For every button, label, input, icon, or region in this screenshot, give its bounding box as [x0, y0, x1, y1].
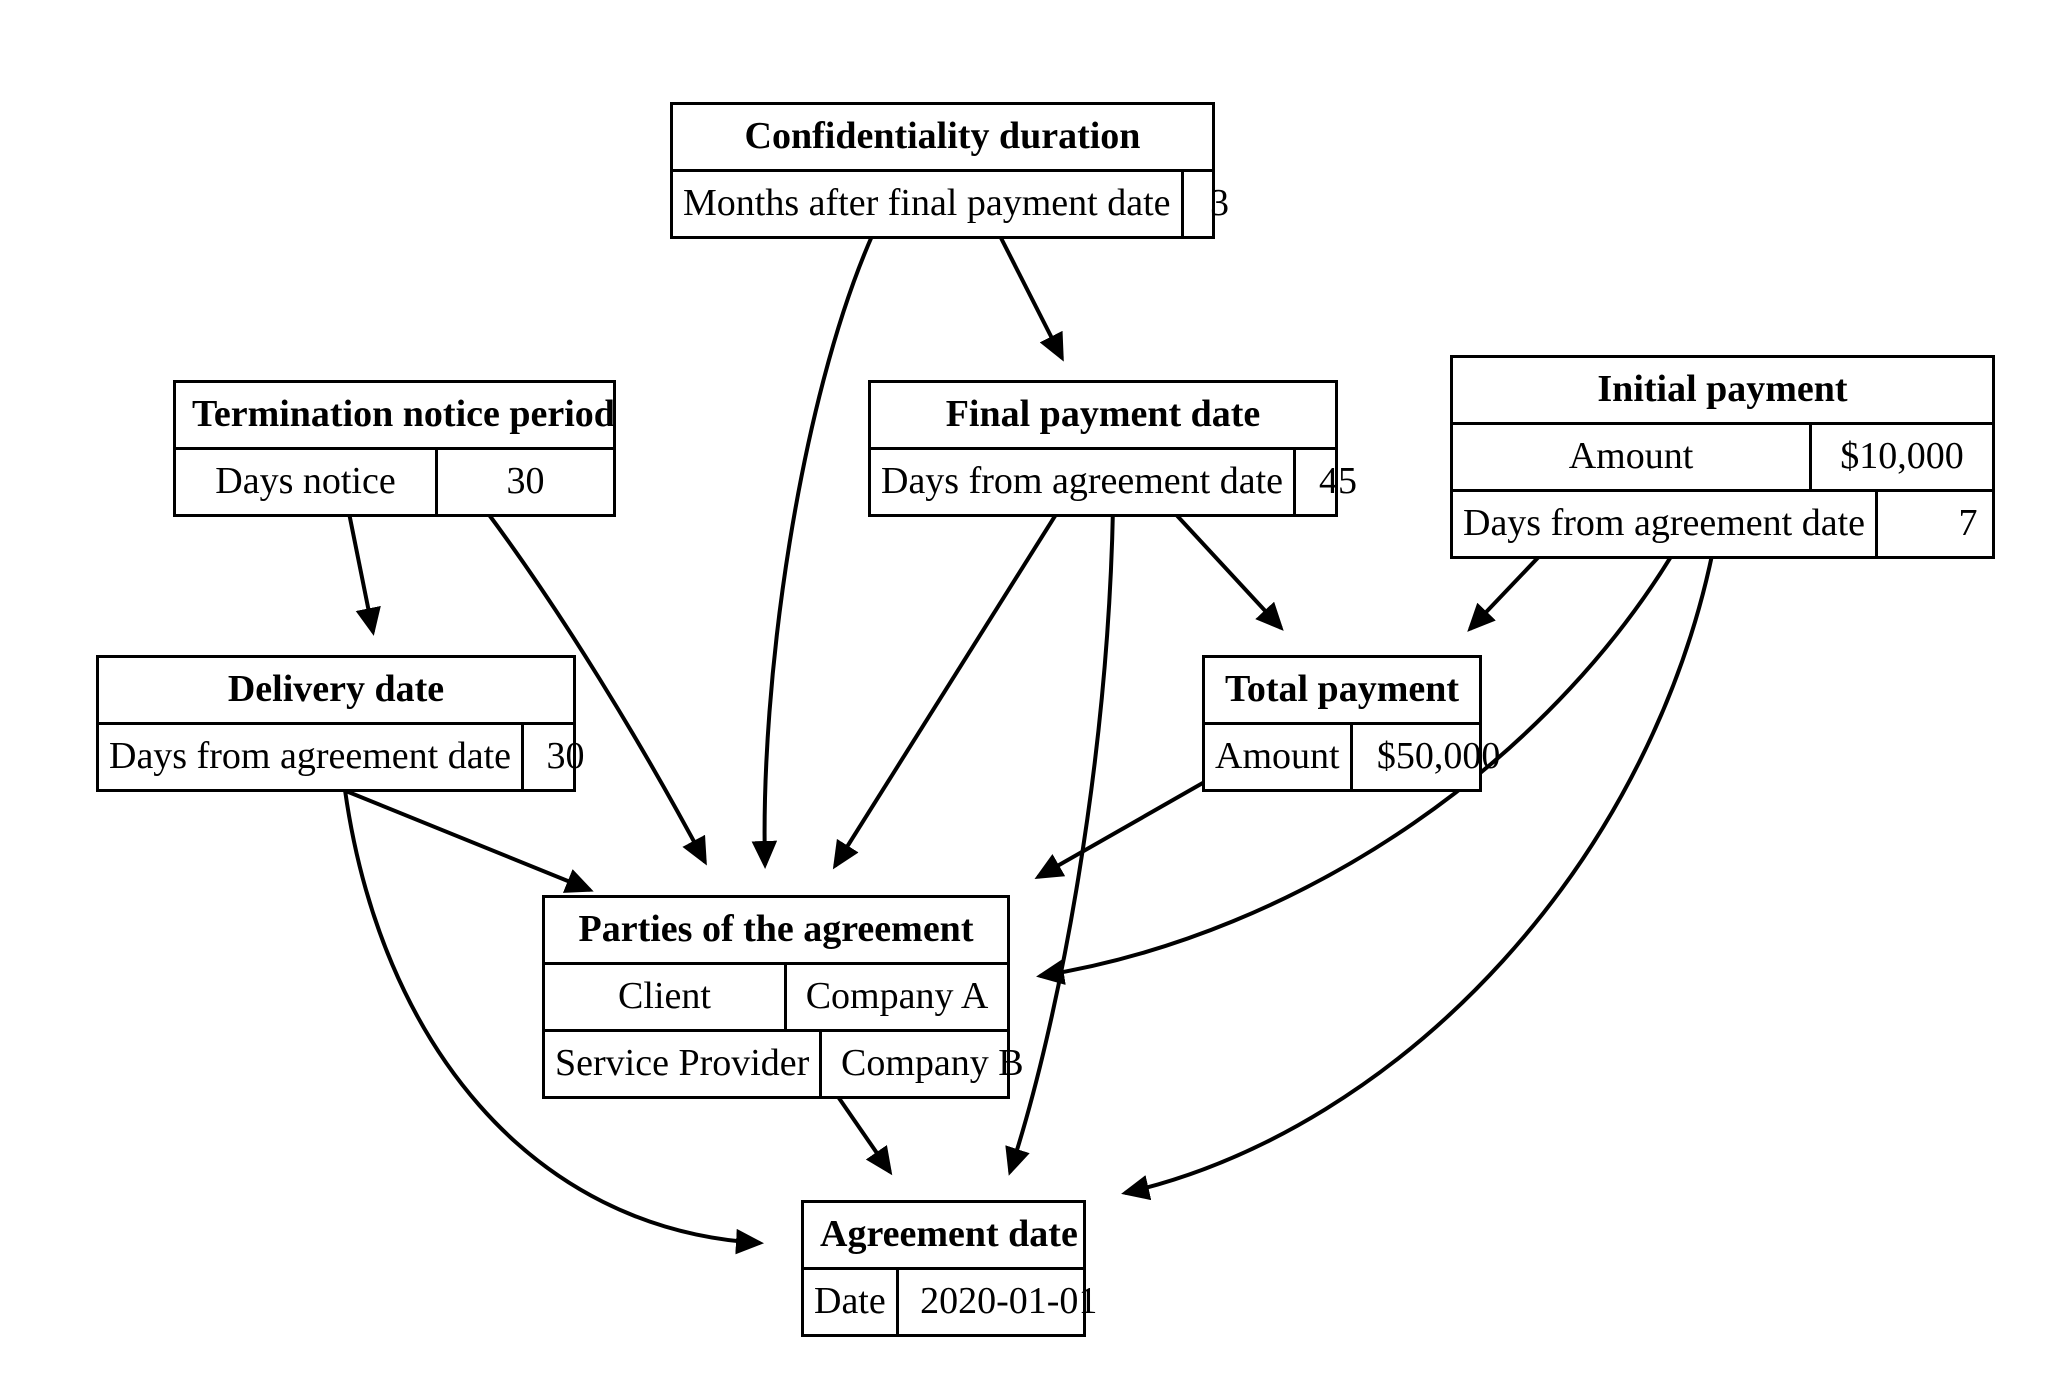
table-row: Amount $10,000 [1453, 425, 1992, 492]
node-title: Total payment [1205, 658, 1479, 725]
row-value: 3 [1210, 182, 1230, 224]
table-row: Days from agreement date 45 [871, 450, 1357, 514]
node-final-payment-date[interactable]: Final payment date Days from agreement d… [868, 380, 1357, 517]
row-key: Days notice [176, 450, 438, 514]
edge-parties-to-agreement-date [830, 1086, 893, 1176]
edge-delivery-to-parties [335, 785, 594, 893]
row-key: Amount [1453, 425, 1812, 489]
edge-final-payment-to-total-payment [1168, 506, 1284, 631]
table-row: Days notice 30 [176, 450, 613, 514]
row-key: Days from agreement date [99, 725, 524, 789]
table-row: Months after final payment date 3 [673, 172, 1229, 236]
row-value: $10,000 [1840, 435, 1964, 477]
row-key: Date [804, 1270, 899, 1334]
table-row: Service Provider Company B [545, 1032, 1024, 1096]
table-row: Days from agreement date 30 [99, 725, 585, 789]
row-value: 30 [506, 460, 545, 502]
row-value: $50,000 [1376, 735, 1501, 777]
edge-final-payment-to-parties [832, 506, 1062, 870]
node-total-payment[interactable]: Total payment Amount $50,000 [1202, 655, 1500, 792]
row-key: Client [545, 965, 787, 1029]
node-title: Delivery date [99, 658, 573, 725]
row-value: Company B [841, 1042, 1024, 1084]
node-delivery-date[interactable]: Delivery date Days from agreement date 3… [96, 655, 585, 792]
edge-termination-to-delivery [346, 507, 381, 636]
edge-total-payment-to-parties [1034, 778, 1209, 879]
edge-confidentiality-to-parties [751, 235, 874, 869]
node-agreement-date[interactable]: Agreement date Date 2020-01-01 [801, 1200, 1097, 1337]
row-value: Company A [805, 975, 989, 1017]
edge-initial-payment-to-agreement-date [1121, 523, 1720, 1201]
node-title: Termination notice period [176, 383, 615, 450]
node-title: Final payment date [871, 383, 1335, 450]
row-value: 7 [1958, 502, 1978, 544]
node-parties-of-the-agreement[interactable]: Parties of the agreement Client Company … [542, 895, 1024, 1099]
row-value: 2020-01-01 [920, 1280, 1098, 1322]
row-key: Days from agreement date [1453, 492, 1878, 556]
node-title: Initial payment [1453, 358, 1992, 425]
table-row: Date 2020-01-01 [804, 1270, 1097, 1334]
node-initial-payment[interactable]: Initial payment Amount $10,000 Days from… [1450, 355, 1995, 559]
row-value: 45 [1319, 460, 1357, 502]
node-title: Agreement date [804, 1203, 1083, 1270]
row-key: Service Provider [545, 1032, 823, 1096]
table-row: Days from agreement date 7 [1453, 492, 1992, 556]
row-key: Months after final payment date [673, 172, 1184, 236]
node-title: Confidentiality duration [673, 105, 1212, 172]
table-row: Amount $50,000 [1205, 725, 1500, 789]
node-confidentiality-duration[interactable]: Confidentiality duration Months after fi… [670, 102, 1229, 239]
table-row: Client Company A [545, 965, 1007, 1032]
edge-confidentiality-to-final-payment [998, 235, 1064, 362]
node-title: Parties of the agreement [545, 898, 1007, 965]
row-key: Amount [1205, 725, 1353, 789]
row-value: 30 [546, 735, 585, 777]
node-termination-notice-period[interactable]: Termination notice period Days notice 30 [173, 380, 616, 517]
row-key: Days from agreement date [871, 450, 1296, 514]
